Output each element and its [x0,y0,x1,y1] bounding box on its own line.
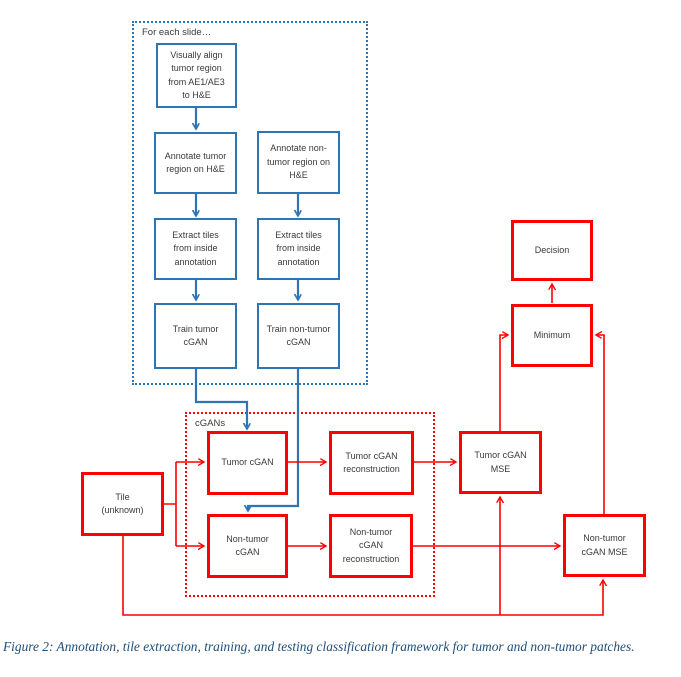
arrow-train-nontumor-to-nontumor-cgan [248,369,300,511]
box-annotate-tumor: Annotate tumor region on H&E [154,132,237,194]
arrow-tumor-mse-to-minimum [499,335,508,431]
box-extract-tiles-tumor: Extract tiles from inside annotation [154,218,237,280]
arrow-nontumor-mse-to-minimum [596,335,605,514]
box-extract-tiles-nontumor: Extract tiles from inside annotation [257,218,340,280]
figure-caption: Figure 2: Annotation, tile extraction, t… [3,639,635,654]
arrow-tile-to-nontumor-mse [122,536,603,616]
box-nontumor-cgan-mse: Non-tumor cGAN MSE [563,514,646,577]
box-annotate-nontumor: Annotate non- tumor region on H&E [257,131,340,194]
box-tumor-cgan-reconstruction: Tumor cGAN reconstruction [329,431,414,495]
box-decision: Decision [511,220,593,281]
box-tumor-cgan-mse: Tumor cGAN MSE [459,431,542,494]
cgans-label: cGANs [195,418,226,429]
for-each-slide-group: For each slide… [132,21,368,385]
box-nontumor-cgan: Non-tumor cGAN [207,514,288,578]
box-tumor-cgan: Tumor cGAN [207,431,288,495]
box-visually-align: Visually align tumor region from AE1/AE3… [156,43,237,108]
box-nontumor-cgan-reconstruction: Non-tumor cGAN reconstruction [329,514,413,578]
box-train-nontumor-cgan: Train non-tumor cGAN [257,303,340,369]
box-train-tumor-cgan: Train tumor cGAN [154,303,237,369]
arrow-train-tumor-to-tumor-cgan [194,369,247,429]
box-minimum: Minimum [511,304,593,367]
cgans-group: cGANs [185,412,435,597]
box-tile-unknown: Tile (unknown) [81,472,164,536]
wire-tile-split [164,462,177,546]
for-each-slide-label: For each slide… [142,27,212,38]
